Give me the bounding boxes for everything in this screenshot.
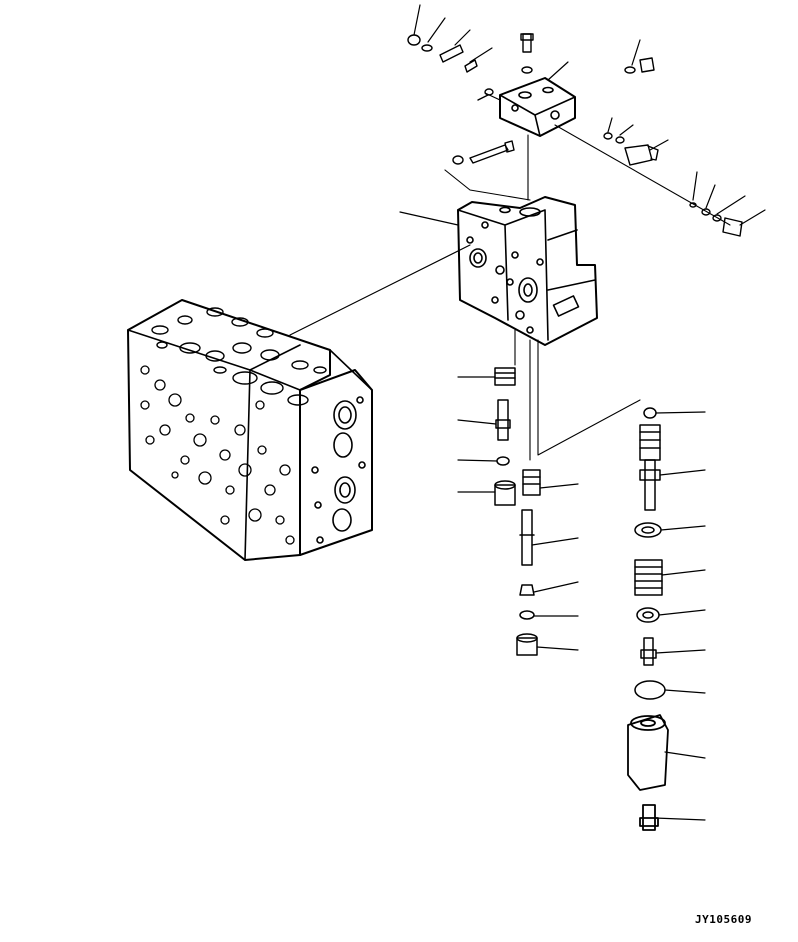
assembly-guide-lines [445,125,730,460]
section-to-block-line [290,245,470,335]
right-solenoid-stack [635,408,665,699]
drawing-id-label: JY105609 [695,913,752,926]
leader-lines [400,5,765,820]
left-spool-parts [495,368,540,655]
valve-block [128,300,372,560]
block-front-holes [141,366,294,544]
cover-plate [500,78,575,136]
block-side-ports [312,397,365,543]
solenoid-assembly [628,715,668,830]
valve-section-body [458,197,597,345]
block-top-holes [152,308,326,405]
